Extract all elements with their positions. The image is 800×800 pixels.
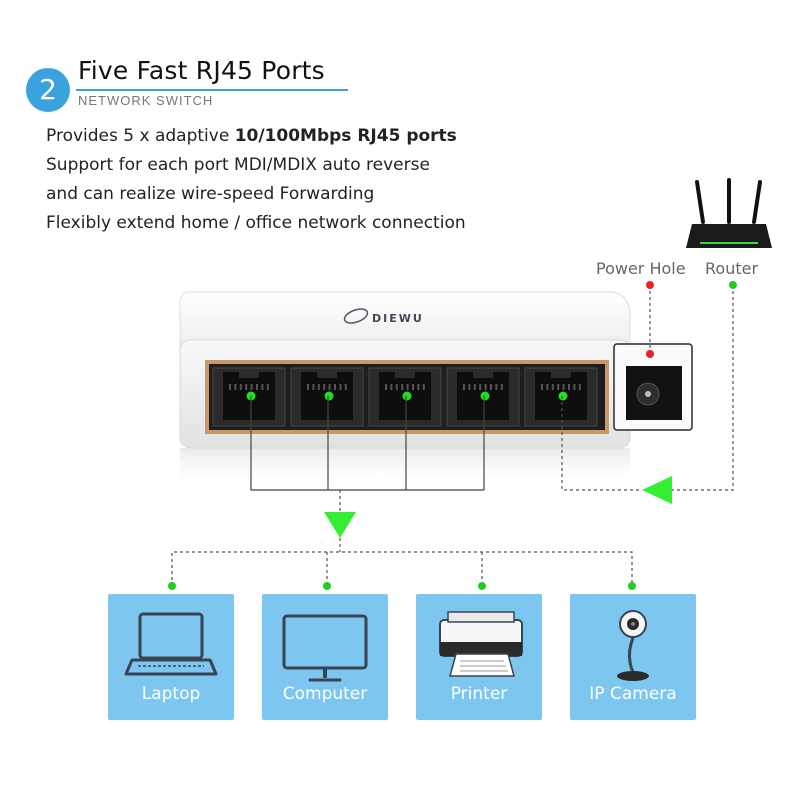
printer-icon (439, 611, 523, 677)
router-connection-line (672, 285, 734, 491)
device-connector-dot (323, 582, 331, 590)
rj45-port (212, 367, 286, 427)
power-jack-dot (646, 350, 654, 358)
device-label: Laptop (141, 684, 201, 704)
section-number-badge: 2 (26, 68, 70, 112)
device-card-ip-camera: IP Camera (570, 594, 696, 720)
router-body (686, 224, 772, 248)
port-led (402, 391, 412, 401)
monitor-icon (282, 614, 368, 682)
port-led (324, 391, 334, 401)
router-device (686, 178, 772, 248)
router-arrow (642, 476, 672, 504)
laptop-icon (124, 612, 218, 676)
rj45-port (524, 367, 598, 427)
port-led (480, 391, 490, 401)
device-label: Computer (282, 684, 368, 704)
router-antenna (752, 180, 762, 224)
page-subtitle: NETWORK SWITCH (78, 93, 214, 108)
feature-line-1: Provides 5 x adaptive 10/100Mbps RJ45 po… (46, 126, 457, 146)
switch-reflection (180, 448, 630, 488)
feature-line-4: Flexibly extend home / office network co… (46, 213, 466, 233)
down-arrow (324, 512, 356, 538)
router-antenna (695, 180, 705, 224)
ip-camera-icon (617, 610, 649, 681)
rj45-port (368, 367, 442, 427)
title-underline (76, 89, 348, 91)
device-connector-dot (628, 582, 636, 590)
power-label-dot (646, 281, 654, 289)
uplink-line (561, 396, 642, 491)
rj45-port (290, 367, 364, 427)
distribution-line (171, 551, 633, 586)
power-jack (613, 343, 693, 431)
power-hole-label: Power Hole (596, 259, 686, 278)
power-jack-pin (645, 391, 651, 397)
router-label: Router (705, 259, 759, 278)
network-switch: DIEWU (179, 291, 631, 449)
feature-line-3: and can realize wire-speed Forwarding (46, 184, 375, 204)
brand-name: DIEWU (372, 312, 424, 325)
port-led (558, 391, 568, 401)
device-connector-dot (168, 582, 176, 590)
brand-logo: DIEWU (343, 308, 424, 325)
rj45-port (446, 367, 520, 427)
device-label: Printer (450, 684, 508, 704)
router-label-dot (729, 281, 737, 289)
device-label: IP Camera (589, 684, 677, 704)
device-card-computer: Computer (262, 594, 388, 720)
page-title: Five Fast RJ45 Ports (78, 56, 325, 85)
device-connector-dot (478, 582, 486, 590)
device-card-laptop: Laptop (108, 594, 234, 720)
feature-line-2: Support for each port MDI/MDIX auto reve… (46, 155, 430, 175)
device-card-printer: Printer (416, 594, 542, 720)
router-leds (700, 242, 758, 244)
